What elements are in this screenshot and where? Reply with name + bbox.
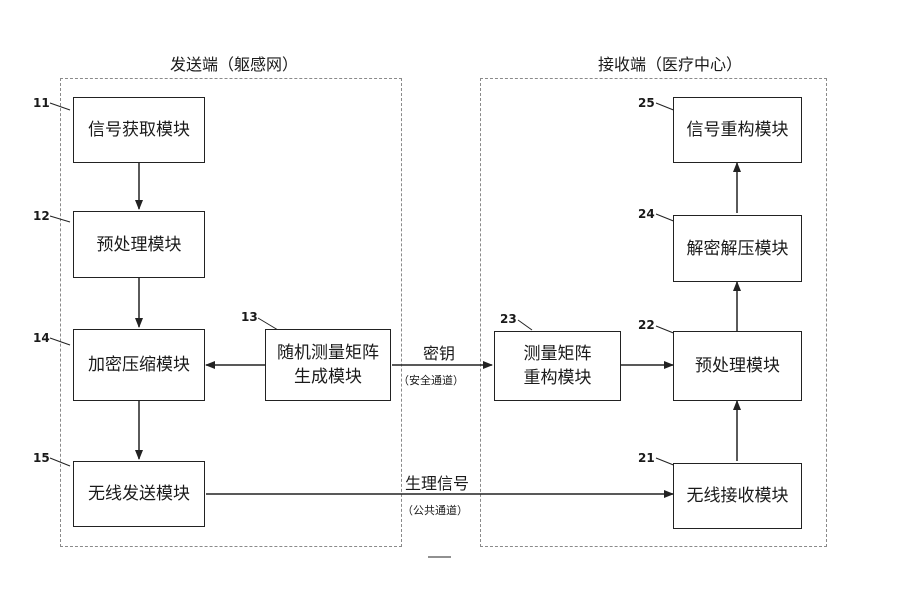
module-label: 无线发送模块 (88, 484, 190, 504)
module-label: 随机测量矩阵 生成模块 (277, 343, 379, 387)
module-label: 预处理模块 (695, 356, 780, 376)
module-wireless-receive: 无线接收模块 (673, 463, 802, 529)
module-preprocess-sender: 预处理模块 (73, 211, 205, 278)
sender-title: 发送端（躯感网） (170, 55, 299, 74)
module-encrypt-compress: 加密压缩模块 (73, 329, 205, 401)
module-label: 测量矩阵 重构模块 (523, 344, 592, 388)
leader-24 (655, 213, 677, 223)
key-label: 密钥 (423, 344, 456, 363)
leader-25 (655, 102, 677, 112)
signal-channel-label: （公共通道） (402, 504, 468, 517)
module-label: 预处理模块 (96, 234, 182, 255)
module-decrypt-decompress: 解密解压模块 (673, 215, 802, 282)
module-signal-reconstruct: 信号重构模块 (673, 97, 802, 163)
module-number: 25 (638, 96, 655, 110)
module-number: 21 (638, 451, 655, 465)
receiver-title: 接收端（医疗中心） (598, 55, 743, 74)
module-label: 信号获取模块 (88, 120, 190, 140)
module-number: 15 (33, 451, 50, 465)
module-wireless-send: 无线发送模块 (73, 461, 205, 527)
module-number: 22 (638, 318, 655, 332)
module-label: 加密压缩模块 (88, 355, 190, 375)
leader-15 (49, 457, 71, 467)
leader-14 (49, 337, 71, 346)
module-number: 11 (33, 96, 50, 110)
module-random-matrix-gen: 随机测量矩阵 生成模块 (265, 329, 391, 401)
module-number: 14 (33, 331, 50, 345)
leader-12 (49, 215, 71, 223)
module-label: 信号重构模块 (686, 120, 789, 140)
leader-22 (655, 325, 677, 335)
leader-21 (655, 457, 677, 467)
module-number: 23 (500, 312, 517, 326)
receiver-region (480, 78, 827, 547)
sender-region (60, 78, 402, 547)
leader-13 (257, 317, 279, 331)
module-preprocess-receiver: 预处理模块 (673, 331, 802, 401)
module-number: 12 (33, 209, 50, 223)
module-signal-acquisition: 信号获取模块 (73, 97, 205, 163)
leader-11 (49, 102, 71, 111)
key-channel-label: （安全通道） (398, 374, 464, 387)
module-label: 解密解压模块 (686, 238, 789, 259)
module-matrix-reconstruct: 测量矩阵 重构模块 (494, 331, 621, 401)
signal-label: 生理信号 (405, 474, 470, 493)
module-label: 无线接收模块 (686, 486, 789, 506)
leader-23 (517, 319, 533, 331)
module-number: 24 (638, 207, 655, 221)
module-number: 13 (241, 310, 258, 324)
